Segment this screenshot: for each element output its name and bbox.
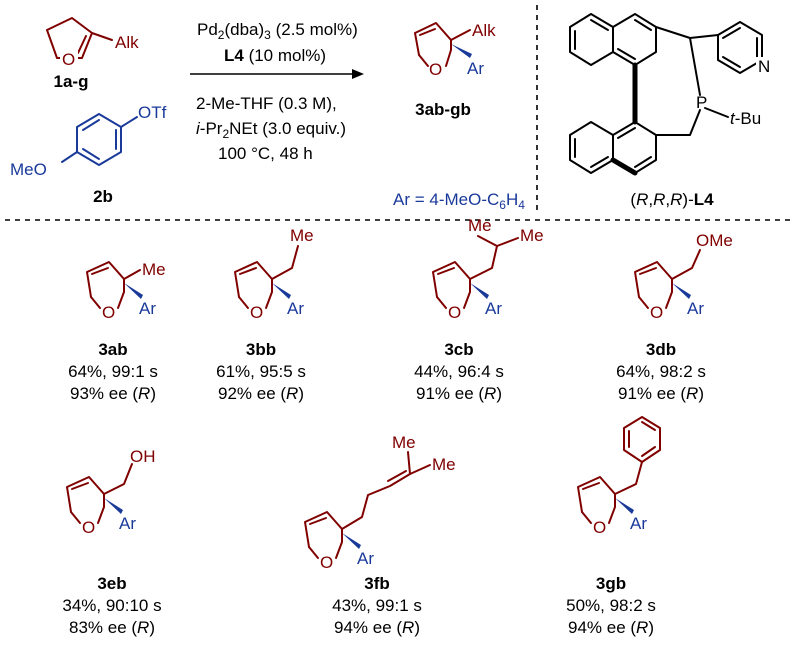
temperature-text: 100 °C, 48 h: [218, 144, 313, 163]
svg-text:50%, 98:2 s: 50%, 98:2 s: [566, 596, 656, 615]
arrow-head: [352, 69, 364, 79]
svg-text:3db: 3db: [646, 340, 676, 359]
svg-text:Ar: Ar: [467, 59, 484, 78]
product-3fb: O Me Me Ar 3fb 43%, 99:1 s 94% ee (R): [304, 433, 456, 637]
svg-text:3cb: 3cb: [444, 340, 473, 359]
reactant-1-alk: Alk: [115, 33, 139, 52]
svg-text:Ar: Ar: [119, 514, 136, 533]
svg-text:Me: Me: [432, 455, 456, 474]
product-3gb: O Ar 3gb 50%, 98:2 s 94% ee (R): [566, 416, 661, 637]
svg-text:O: O: [320, 553, 333, 572]
base-text: i-Pr2NEt (3.0 equiv.): [196, 119, 346, 141]
svg-text:Ar: Ar: [485, 299, 502, 318]
ar-definition: Ar = 4-MeO-C6H4: [393, 190, 525, 212]
svg-text:44%, 96:4 s: 44%, 96:4 s: [414, 362, 504, 381]
svg-text:Me: Me: [290, 226, 314, 245]
solvent-text: 2-Me-THF (0.3 M),: [196, 94, 337, 113]
svg-text:83% ee (R): 83% ee (R): [69, 618, 155, 637]
svg-text:3fb: 3fb: [364, 574, 390, 593]
svg-text:Alk: Alk: [472, 21, 496, 40]
ligand-l4-structure: P t-Bu N (R,R,R)-L4: [569, 13, 772, 209]
svg-text:91% ee (R): 91% ee (R): [618, 384, 704, 403]
svg-text:OMe: OMe: [696, 231, 733, 250]
reactant-2-meo: MeO: [10, 160, 47, 179]
svg-text:43%, 99:1 s: 43%, 99:1 s: [332, 596, 422, 615]
svg-text:94% ee (R): 94% ee (R): [568, 618, 654, 637]
svg-text:Ar: Ar: [287, 299, 304, 318]
svg-text:64%, 99:1 s: 64%, 99:1 s: [68, 362, 158, 381]
ligand-text: L4 (10 mol%): [224, 46, 326, 65]
svg-text:61%, 95:5 s: 61%, 95:5 s: [216, 362, 306, 381]
svg-text:O: O: [448, 303, 461, 322]
svg-text:OH: OH: [130, 447, 156, 466]
svg-text:O: O: [102, 303, 115, 322]
svg-text:3bb: 3bb: [246, 340, 276, 359]
svg-text:34%, 90:10 s: 34%, 90:10 s: [62, 596, 161, 615]
reactant-1-structure: O Alk 1a-g: [46, 17, 139, 91]
svg-text:93% ee (R): 93% ee (R): [70, 384, 156, 403]
svg-text:Me: Me: [468, 216, 492, 235]
tbu-group: t-Bu: [730, 109, 761, 128]
reactant-1-oxygen: O: [62, 50, 75, 69]
svg-text:Me: Me: [142, 260, 166, 279]
reactant-2-label: 2b: [93, 187, 113, 206]
svg-text:Ar: Ar: [687, 299, 704, 318]
svg-text:O: O: [82, 518, 95, 537]
reaction-conditions: Pd2(dba)3 (2.5 mol%) L4 (10 mol%) 2-Me-T…: [190, 20, 364, 163]
svg-text:O: O: [650, 303, 663, 322]
product-3cb: O Me Me Ar 3cb 44%, 96:4 s 91% ee (R): [414, 216, 544, 403]
product-label: 3ab-gb: [415, 100, 471, 119]
svg-text:Me: Me: [392, 433, 416, 452]
product-3eb: O OH Ar 3eb 34%, 90:10 s 83% ee (R): [62, 447, 161, 637]
svg-text:3eb: 3eb: [97, 574, 126, 593]
reactant-2-otf: OTf: [138, 103, 167, 122]
product-3db: O OMe Ar 3db 64%, 98:2 s 91% ee (R): [616, 231, 733, 403]
svg-text:Ar: Ar: [139, 299, 156, 318]
svg-text:Ar: Ar: [630, 514, 647, 533]
svg-text:92% ee (R): 92% ee (R): [218, 384, 304, 403]
catalyst-text: Pd2(dba)3 (2.5 mol%): [197, 20, 358, 42]
svg-text:3ab: 3ab: [98, 340, 127, 359]
svg-text:64%, 98:2 s: 64%, 98:2 s: [616, 362, 706, 381]
svg-text:O: O: [429, 60, 442, 79]
svg-text:O: O: [250, 303, 263, 322]
product-3bb: O Me Ar 3bb 61%, 95:5 s 92% ee (R): [216, 226, 314, 403]
ligand-label: (R,R,R)-L4: [630, 190, 714, 209]
pyridine-nitrogen: N: [758, 57, 770, 76]
svg-text:Ar: Ar: [357, 549, 374, 568]
generic-product-structure: O Alk Ar 3ab-gb: [414, 21, 496, 119]
svg-text:91% ee (R): 91% ee (R): [416, 384, 502, 403]
product-3ab: O Me Ar 3ab 64%, 99:1 s 93% ee (R): [68, 260, 166, 403]
phosphorus-atom: P: [696, 93, 707, 112]
reactant-2-structure: OTf MeO 2b: [10, 103, 167, 206]
svg-text:Me: Me: [520, 226, 544, 245]
svg-text:O: O: [593, 518, 606, 537]
svg-text:3gb: 3gb: [596, 574, 626, 593]
reactant-1-label: 1a-g: [54, 72, 89, 91]
svg-text:94% ee (R): 94% ee (R): [334, 618, 420, 637]
